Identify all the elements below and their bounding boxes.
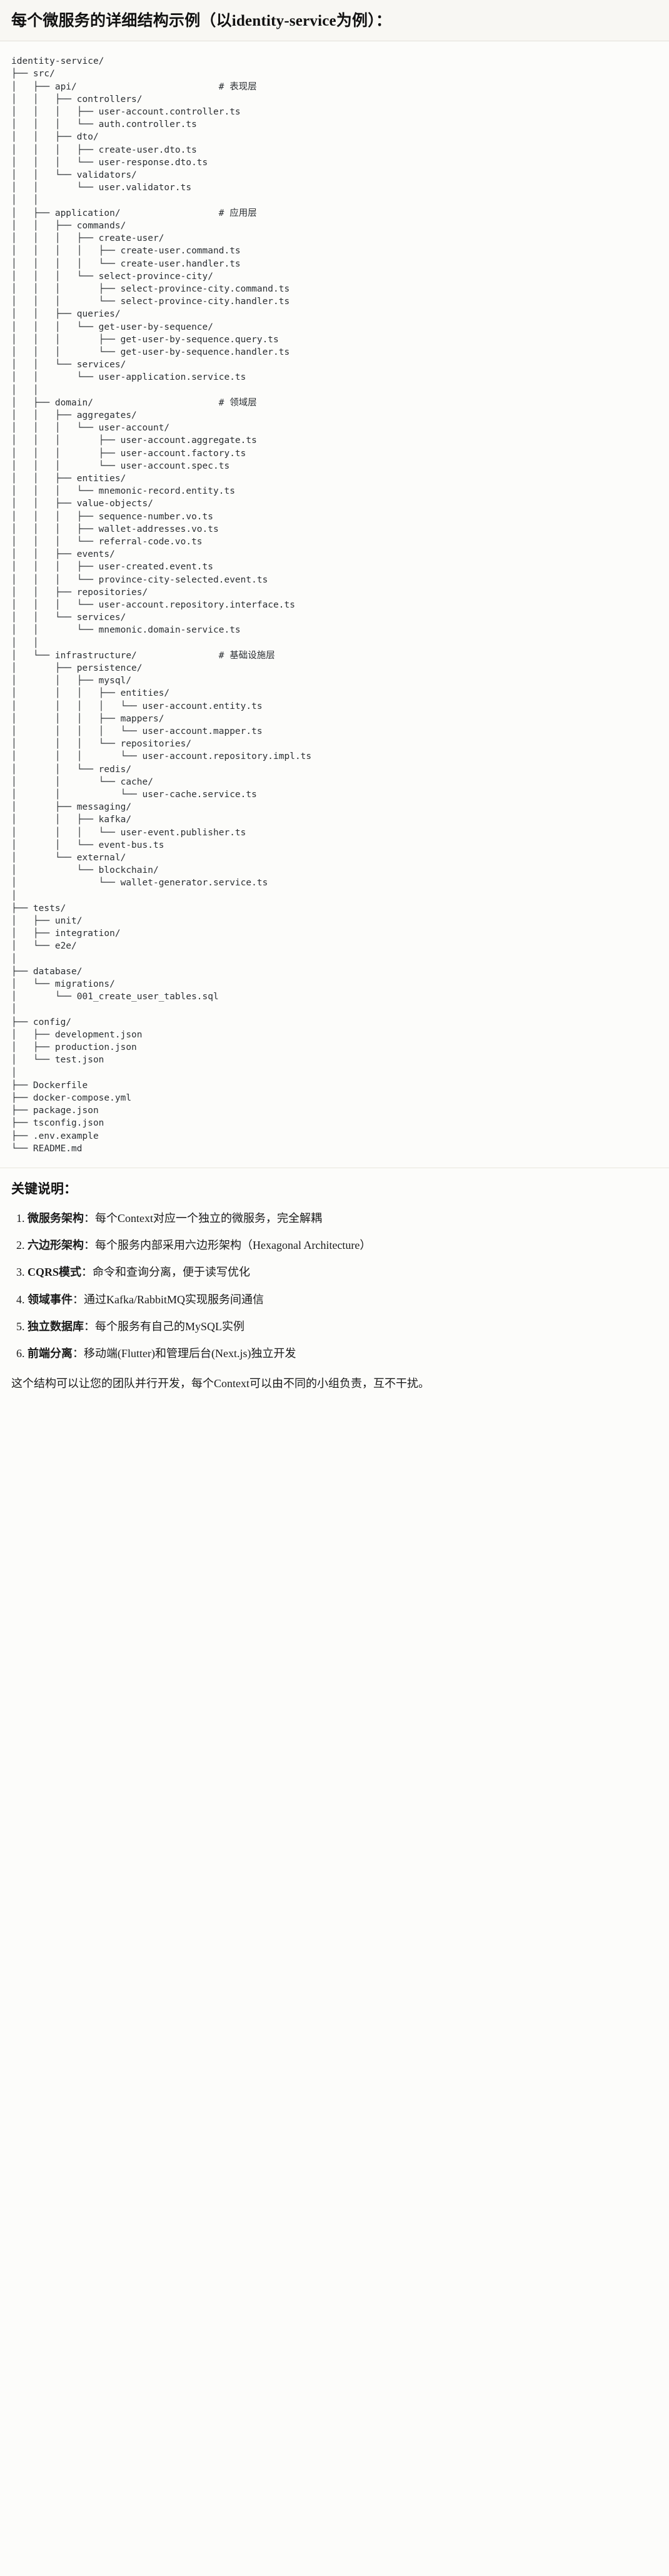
key-points-section: 关键说明： 微服务架构：每个Context对应一个独立的微服务，完全解耦 六边形… — [0, 1167, 669, 1408]
key-point-term: 微服务架构 — [28, 1212, 84, 1225]
list-item: CQRS模式：命令和查询分离，便于读写优化 — [28, 1264, 658, 1280]
key-point-description: 每个Context对应一个独立的微服务，完全解耦 — [95, 1212, 322, 1225]
key-point-term: 独立数据库 — [28, 1320, 84, 1333]
document-header: 每个微服务的详细结构示例（以identity-service为例）： — [0, 0, 669, 42]
key-point-separator: ： — [84, 1320, 95, 1333]
key-points-list: 微服务架构：每个Context对应一个独立的微服务，完全解耦 六边形架构：每个服… — [11, 1210, 658, 1362]
key-point-description: 每个服务有自己的MySQL实例 — [95, 1320, 245, 1333]
key-point-description: 命令和查询分离，便于读写优化 — [93, 1266, 251, 1279]
list-item: 前端分离：移动端(Flutter)和管理后台(Next.js)独立开发 — [28, 1345, 658, 1362]
key-point-separator: ： — [84, 1239, 95, 1252]
key-points-heading: 关键说明： — [11, 1181, 77, 1196]
key-points-footer: 这个结构可以让您的团队并行开发，每个Context可以由不同的小组负责，互不干扰… — [11, 1377, 430, 1390]
directory-tree: identity-service/ ├── src/ │ ├── api/ # … — [11, 56, 312, 1154]
key-point-term: 六边形架构 — [28, 1239, 84, 1252]
key-point-separator: ： — [81, 1266, 93, 1279]
page-title: 每个微服务的详细结构示例（以identity-service为例）： — [11, 13, 392, 29]
list-item: 领域事件：通过Kafka/RabbitMQ实现服务间通信 — [28, 1291, 658, 1308]
key-point-description: 通过Kafka/RabbitMQ实现服务间通信 — [84, 1293, 264, 1306]
key-point-separator: ： — [84, 1212, 95, 1225]
key-point-description: 每个服务内部采用六边形架构（Hexagonal Architecture） — [95, 1239, 371, 1252]
key-point-description: 移动端(Flutter)和管理后台(Next.js)独立开发 — [84, 1347, 296, 1360]
key-point-term: 前端分离 — [28, 1347, 73, 1360]
key-point-term: CQRS模式 — [28, 1266, 82, 1279]
list-item: 微服务架构：每个Context对应一个独立的微服务，完全解耦 — [28, 1210, 658, 1226]
key-point-separator: ： — [73, 1347, 84, 1360]
directory-tree-block: identity-service/ ├── src/ │ ├── api/ # … — [0, 41, 669, 1168]
key-point-term: 领域事件 — [28, 1293, 73, 1306]
key-point-separator: ： — [73, 1293, 84, 1306]
list-item: 六边形架构：每个服务内部采用六边形架构（Hexagonal Architectu… — [28, 1237, 658, 1253]
list-item: 独立数据库：每个服务有自己的MySQL实例 — [28, 1318, 658, 1335]
